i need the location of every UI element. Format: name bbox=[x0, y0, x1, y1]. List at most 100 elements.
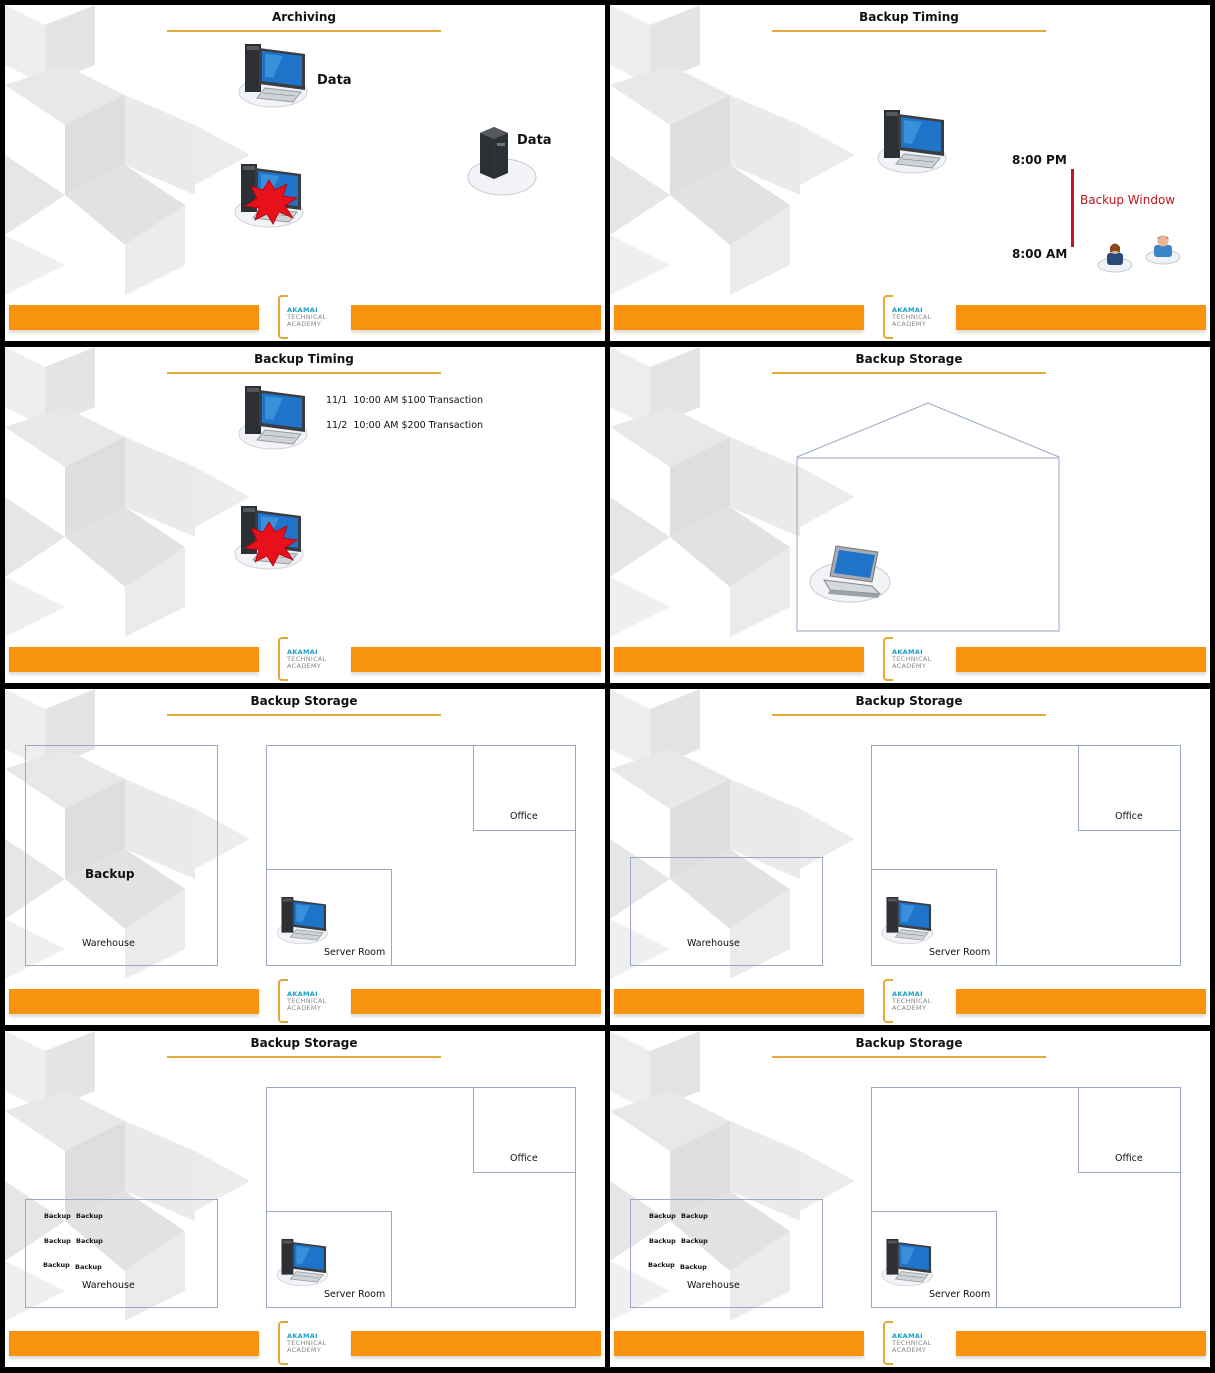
slide-title: Backup Storage bbox=[855, 352, 963, 366]
slide-backup-timing-window[interactable]: Backup Timing 8:00 PM Backup Window 8:00… bbox=[610, 5, 1210, 341]
office-label: Office bbox=[510, 811, 538, 822]
backup-label: Backup bbox=[76, 1237, 103, 1245]
logo-line-2: TECHNICAL bbox=[892, 1339, 932, 1347]
server-room-box bbox=[871, 1211, 997, 1308]
slide-backup-storage-warehouse[interactable]: Backup Storage Warehouse Office Server R… bbox=[610, 689, 1210, 1025]
logo-line-3: ACADEMY bbox=[287, 320, 322, 328]
akamai-logo: AKAMAI TECHNICAL ACADEMY bbox=[883, 1321, 947, 1367]
data-label: Data bbox=[317, 73, 352, 88]
footer-bar-right bbox=[351, 305, 601, 330]
slide-backup-storage-house[interactable]: Backup Storage AKAMAI TECHNICAL ACADEMY bbox=[610, 347, 1210, 683]
laptop-icon bbox=[809, 545, 891, 603]
desktop-computer-icon bbox=[238, 43, 308, 108]
footer-bar-right bbox=[956, 989, 1206, 1014]
akamai-logo: AKAMAI TECHNICAL ACADEMY bbox=[883, 637, 947, 683]
transaction-1: 11/1 10:00 AM $100 Transaction bbox=[326, 395, 484, 406]
title-rule bbox=[772, 1056, 1046, 1058]
slide-backup-storage-warehouse-backup[interactable]: Backup Storage Backup Warehouse Office S… bbox=[5, 689, 605, 1025]
backup-label: Backup bbox=[680, 1263, 707, 1271]
warehouse-label: Warehouse bbox=[82, 938, 135, 949]
footer-bar-right bbox=[956, 305, 1206, 330]
logo-line-1: AKAMAI bbox=[892, 306, 923, 314]
logo-line-1: AKAMAI bbox=[287, 306, 318, 314]
desktop-computer-icon bbox=[881, 1238, 933, 1287]
akamai-logo: AKAMAI TECHNICAL ACADEMY bbox=[883, 979, 947, 1025]
logo-line-2: TECHNICAL bbox=[892, 655, 932, 663]
server-room-label: Server Room bbox=[324, 1289, 386, 1300]
office-label: Office bbox=[510, 1153, 538, 1164]
backup-window-line bbox=[1071, 169, 1074, 247]
slide-backup-storage-multiple-backups[interactable]: Backup Storage Backup Backup Backup Back… bbox=[5, 1031, 605, 1367]
backup-label: Backup bbox=[649, 1237, 676, 1245]
house-outline bbox=[796, 402, 1060, 632]
footer-bar-right bbox=[956, 1331, 1206, 1356]
slide-title: Backup Storage bbox=[250, 694, 358, 708]
time-end: 8:00 AM bbox=[1012, 247, 1068, 261]
title-rule bbox=[167, 372, 441, 374]
backup-label: Backup bbox=[43, 1261, 70, 1269]
transaction-2: 11/2 10:00 AM $200 Transaction bbox=[326, 420, 484, 431]
footer-bar-left bbox=[614, 647, 864, 672]
backup-label: Backup bbox=[648, 1261, 675, 1269]
office-label: Office bbox=[1115, 811, 1143, 822]
damaged-computer-icon bbox=[234, 505, 304, 570]
akamai-logo: AKAMAI TECHNICAL ACADEMY bbox=[278, 979, 342, 1025]
logo-line-3: ACADEMY bbox=[287, 1004, 322, 1012]
backup-label: Backup bbox=[44, 1212, 71, 1220]
logo-line-1: AKAMAI bbox=[892, 648, 923, 656]
slide-title: Backup Storage bbox=[250, 1036, 358, 1050]
footer-bar-right bbox=[956, 647, 1206, 672]
person-male-icon bbox=[1145, 235, 1181, 265]
server-room-box bbox=[266, 1211, 392, 1308]
desktop-computer-icon bbox=[276, 896, 328, 945]
title-rule bbox=[772, 30, 1046, 32]
akamai-logo: AKAMAI TECHNICAL ACADEMY bbox=[278, 295, 342, 341]
logo-bracket bbox=[883, 295, 893, 339]
server-room-box bbox=[266, 869, 392, 966]
backup-label: Backup bbox=[649, 1212, 676, 1220]
office-box bbox=[473, 745, 576, 831]
office-label: Office bbox=[1115, 1153, 1143, 1164]
footer-bar-left bbox=[9, 989, 259, 1014]
building-box bbox=[266, 1087, 576, 1308]
logo-bracket bbox=[883, 1321, 893, 1365]
footer-bar-left bbox=[614, 989, 864, 1014]
server-room-label: Server Room bbox=[929, 947, 991, 958]
server-room-box bbox=[871, 869, 997, 966]
damaged-computer-icon bbox=[234, 163, 304, 228]
slide-backup-storage-multiple-backups-2[interactable]: Backup Storage Backup Backup Backup Back… bbox=[610, 1031, 1210, 1367]
backup-label: Backup bbox=[85, 867, 135, 881]
backup-label: Backup bbox=[75, 1263, 102, 1271]
server-room-label: Server Room bbox=[324, 947, 386, 958]
logo-line-1: AKAMAI bbox=[892, 990, 923, 998]
logo-line-3: ACADEMY bbox=[287, 1346, 322, 1354]
logo-line-2: TECHNICAL bbox=[892, 997, 932, 1005]
logo-line-2: TECHNICAL bbox=[892, 313, 932, 321]
footer-bar-right bbox=[351, 989, 601, 1014]
slide-archiving[interactable]: Archiving Data Data AKAMAI TECHNICAL ACA… bbox=[5, 5, 605, 341]
building-box bbox=[871, 745, 1181, 966]
logo-bracket bbox=[278, 637, 288, 681]
logo-line-2: TECHNICAL bbox=[287, 1339, 327, 1347]
logo-line-2: TECHNICAL bbox=[287, 313, 327, 321]
footer-bar-right bbox=[351, 647, 601, 672]
title-rule bbox=[772, 372, 1046, 374]
warehouse-box bbox=[25, 745, 218, 966]
logo-line-1: AKAMAI bbox=[287, 648, 318, 656]
logo-line-3: ACADEMY bbox=[892, 662, 927, 670]
backup-label: Backup bbox=[76, 1212, 103, 1220]
warehouse-label: Warehouse bbox=[82, 1280, 135, 1291]
desktop-computer-icon bbox=[276, 1238, 328, 1287]
slide-backup-timing-transactions[interactable]: Backup Timing 11/1 10:00 AM $100 Transac… bbox=[5, 347, 605, 683]
warehouse-label: Warehouse bbox=[687, 938, 740, 949]
desktop-computer-icon bbox=[238, 385, 308, 450]
warehouse-box bbox=[630, 1199, 823, 1308]
desktop-computer-icon bbox=[877, 109, 947, 174]
logo-line-2: TECHNICAL bbox=[287, 655, 327, 663]
logo-line-3: ACADEMY bbox=[892, 320, 927, 328]
office-box bbox=[473, 1087, 576, 1173]
office-box bbox=[1078, 1087, 1181, 1173]
title-rule bbox=[167, 30, 441, 32]
backup-label: Backup bbox=[681, 1212, 708, 1220]
title-rule bbox=[167, 714, 441, 716]
